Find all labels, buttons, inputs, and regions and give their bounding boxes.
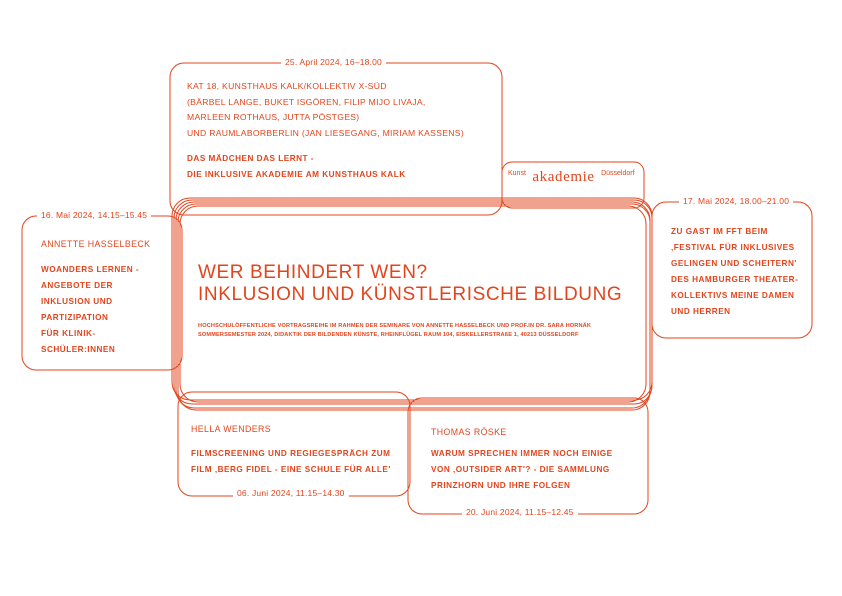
title-line: PRINZHORN UND IHRE FOLGEN [431,481,571,490]
subtitle-line: HOCHSCHULÖFFENTLICHE VORTRAGSREIHE IM RA… [198,323,592,329]
title-line: UND HERREN [671,307,731,316]
right-event-date: 17. Mai 2024, 18.00–21.00 [679,196,794,206]
frame-logo [501,161,645,209]
left-event-speaker: ANNETTE HASSELBECK [41,239,151,249]
speaker-line: KAT 18, KUNSTHAUS KALK/KOLLEKTIV X-SÜD [187,81,387,91]
bottom-left-event-speaker: HELLA WENDERS [191,424,271,434]
right-event-title: ZU GAST IM FFT BEIM ‚FESTIVAL FÜR INKLUS… [671,224,798,320]
title-line: SCHÜLER:INNEN [41,345,116,354]
title-line: PARTIZIPATION [41,313,109,322]
logo-duesseldorf: Düsseldorf [601,170,635,177]
title-line: ANGEBOTE DER [41,281,113,290]
title-line: ZU GAST IM FFT BEIM [671,227,768,236]
main-title-line: INKLUSION UND KÜNSTLERISCHE BILDUNG [198,284,623,305]
main-title-line: WER BEHINDERT WEN? [198,262,428,283]
bottom-left-event-date: 06. Juni 2024, 11.15–14.30 [233,488,349,498]
title-line: VON ‚OUTSIDER ART'? - DIE SAMMLUNG [431,465,610,474]
title-line: WARUM SPRECHEN IMMER NOCH EINIGE [431,449,613,458]
left-event-date: 16. Mai 2024, 14.15–15.45 [37,210,152,220]
main-title: WER BEHINDERT WEN? INKLUSION UND KÜNSTLE… [198,262,622,306]
title-line: FILM ‚BERG FIDEL - EINE SCHULE FÜR ALLE' [191,465,391,474]
bottom-right-event-speaker: THOMAS RÖSKE [431,427,507,437]
title-line: WOANDERS LERNEN - [41,265,140,274]
title-line: FÜR KLINIK- [41,329,96,338]
speaker-line: MARLEEN ROTHAUS, JUTTA PÖSTGES) [187,112,360,123]
main-subtitle: HOCHSCHULÖFFENTLICHE VORTRAGSREIHE IM RA… [198,322,591,340]
speaker-line: UND RAUMLABORBERLIN (JAN LIESEGANG, MIRI… [187,127,464,138]
title-line: ‚FESTIVAL FÜR INKLUSIVES [671,243,795,252]
title-line: KOLLEKTIVS MEINE DAMEN [671,291,795,300]
speaker-line: (BÄRBEL LANGE, BUKET ISGÖREN, FILIP MIJO… [187,96,426,107]
bottom-right-event-title: WARUM SPRECHEN IMMER NOCH EINIGE VON ‚OU… [431,446,613,494]
title-line: DIE INKLUSIVE AKADEMIE AM KUNSTHAUS KALK [187,170,406,179]
subtitle-line: SOMMERSEMESTER 2024, DIDAKTIK DER BILDEN… [198,332,579,338]
bottom-right-event-date: 20. Juni 2024, 11.15–12.45 [462,507,578,517]
top-event-speakers: KAT 18, KUNSTHAUS KALK/KOLLEKTIV X-SÜD (… [187,79,464,141]
title-line: DAS MÄDCHEN DAS LERNT - [187,154,315,163]
logo-akademie: akademie [532,169,595,185]
logo-kunst: Kunst [508,170,526,177]
title-line: FILMSCREENING UND REGIEGESPRÄCH ZUM [191,449,391,458]
title-line: INKLUSION UND [41,297,113,306]
top-event-title: DAS MÄDCHEN DAS LERNT - DIE INKLUSIVE AK… [187,151,406,183]
title-line: GELINGEN UND SCHEITERN' [671,259,797,268]
left-event-title: WOANDERS LERNEN - ANGEBOTE DER INKLUSION… [41,262,139,358]
frame-center-stack [171,197,653,411]
top-event-date: 25. April 2024, 16–18.00 [281,57,386,67]
title-line: DES HAMBURGER THEATER- [671,275,799,284]
bottom-left-event-title: FILMSCREENING UND REGIEGESPRÄCH ZUM FILM… [191,446,391,478]
akademie-logo: Kunst akademie Düsseldorf [508,168,635,186]
